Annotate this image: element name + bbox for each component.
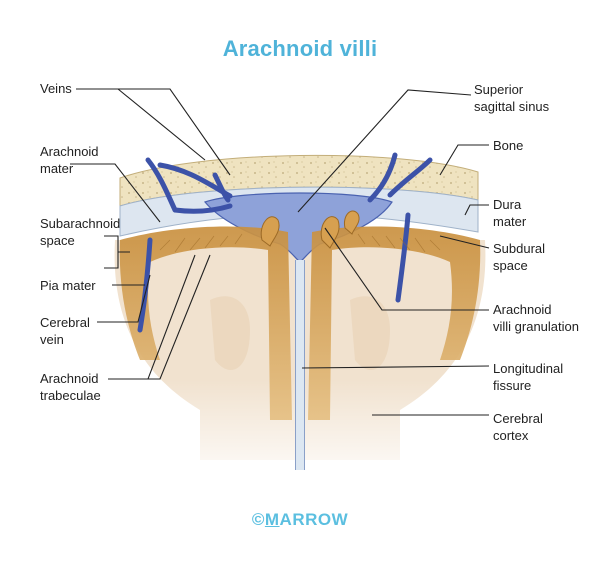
label-superior-sagittal-sinus: Superior sagittal sinus xyxy=(474,81,549,115)
label-dura-mater: Dura mater xyxy=(493,196,526,230)
watermark-letter: M xyxy=(264,510,280,529)
label-line: fissure xyxy=(493,378,532,393)
label-arachnoid-villi-granulation: Arachnoid villi granulation xyxy=(493,301,579,335)
leader-lines xyxy=(70,88,490,416)
label-line: Subarachnoid xyxy=(40,216,121,231)
veins xyxy=(137,152,433,333)
label-line: trabeculae xyxy=(40,388,101,403)
copyright-symbol: © xyxy=(251,510,265,529)
trabeculae xyxy=(159,233,441,253)
label-line: Dura xyxy=(493,197,522,212)
label-line: mater xyxy=(493,214,527,229)
label-pia-mater: Pia mater xyxy=(40,278,96,293)
label-line: Longitudinal xyxy=(493,361,564,376)
label-arachnoid-trabeculae: Arachnoid trabeculae xyxy=(40,370,101,404)
label-subarachnoid-space: Subarachnoid space xyxy=(40,215,120,249)
label-line: Subdural xyxy=(493,241,546,256)
label-arachnoid-mater: Arachnoid mater xyxy=(40,143,99,177)
label-line: Cerebral xyxy=(40,315,90,330)
label-line: Arachnoid xyxy=(40,144,99,159)
label-line: Cerebral xyxy=(493,411,543,426)
fissure-space xyxy=(296,260,304,470)
label-line: sagittal sinus xyxy=(474,99,550,114)
label-line: Arachnoid xyxy=(40,371,99,386)
watermark-text: ARROW xyxy=(279,510,349,529)
cortex-right xyxy=(308,226,481,420)
watermark-logo: ©MARROW xyxy=(0,510,600,530)
label-cerebral-cortex: Cerebral cortex xyxy=(493,410,543,444)
label-line: Superior xyxy=(474,82,524,97)
label-subdural-space: Subdural space xyxy=(493,240,545,274)
label-cerebral-vein: Cerebral vein xyxy=(40,314,90,348)
label-line: mater xyxy=(40,161,74,176)
label-veins: Veins xyxy=(40,81,72,96)
arachnoid-granulations xyxy=(260,210,360,249)
label-line: space xyxy=(40,233,75,248)
label-line: Arachnoid xyxy=(493,302,552,317)
cortex-left xyxy=(119,226,292,420)
label-longitudinal-fissure: Longitudinal fissure xyxy=(493,360,563,394)
diagram-title: Arachnoid villi xyxy=(222,36,378,61)
label-line: cortex xyxy=(493,428,529,443)
label-bone: Bone xyxy=(493,138,524,153)
label-line: space xyxy=(493,258,528,273)
label-line: vein xyxy=(40,332,64,347)
label-line: villi granulation xyxy=(493,319,579,334)
